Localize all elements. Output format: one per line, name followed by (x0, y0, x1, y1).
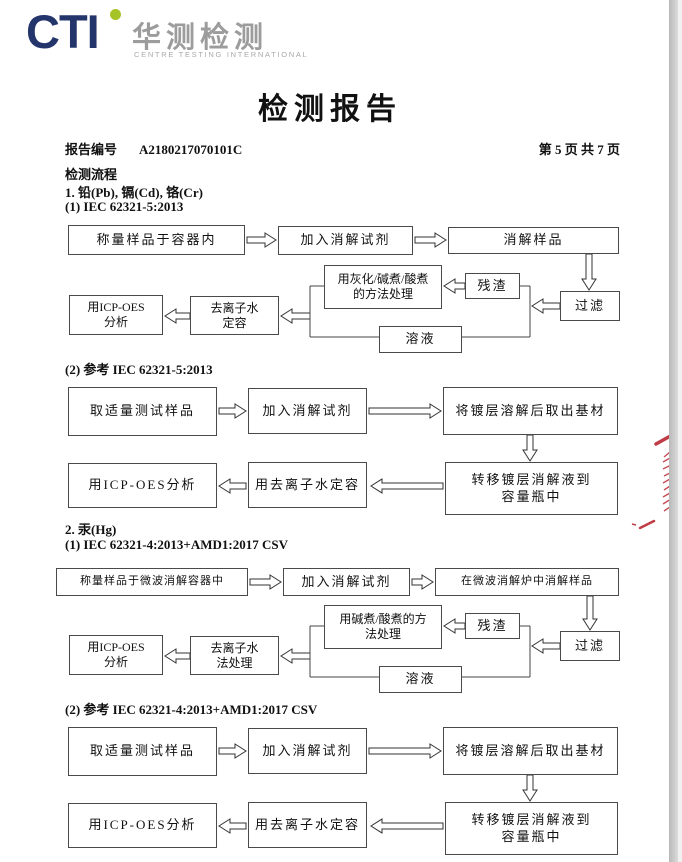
flowchart-1-connectors (164, 232, 597, 338)
heading-section-2-method-1: (1) IEC 62321-4:2013+AMD1:2017 CSV (65, 537, 288, 552)
arrow-left-icon (531, 298, 561, 314)
flow3-node-digest-in-microwave: 在微波消解炉中消解样品 (435, 568, 619, 596)
flowchart-2: 取适量测试样品 加入消解试剂 将镀层溶解后取出基材 转移镀层消解液到 容量瓶中 … (0, 380, 682, 520)
flowchart-3: 称量样品于微波消解容器中 加入消解试剂 在微波消解炉中消解样品 过滤 残渣 用碱… (0, 560, 682, 700)
flowchart-3-connectors (164, 574, 598, 678)
flow3-node-filter: 过滤 (560, 631, 620, 661)
flow1-node-digest-sample: 消解样品 (448, 227, 619, 254)
flow1-node-add-reagent: 加入消解试剂 (278, 226, 413, 255)
heading-section-1-method-1: (1) IEC 62321-5:2013 (65, 199, 184, 214)
arrow-left-icon (164, 648, 191, 664)
arrow-left-icon (370, 478, 444, 494)
flow3-node-treat-residue: 用碱煮/酸煮的方 法处理 (324, 605, 442, 649)
cti-logo-green-dot-icon (110, 9, 121, 20)
report-number: 报告编号 A2180217070101C (65, 139, 264, 158)
red-stamp-dot (631, 523, 637, 526)
cti-logo-text: CTI (26, 5, 100, 58)
flow2-node-add-reagent: 加入消解试剂 (248, 388, 367, 434)
arrow-right-icon (414, 232, 447, 248)
flow3-node-residue: 残渣 (465, 613, 520, 639)
scan-edge-outer (678, 0, 682, 862)
cti-logo-chinese: 华测检测 (132, 22, 269, 54)
flow1-node-weigh-sample: 称量样品于容器内 (68, 225, 245, 255)
arrow-right-icon (249, 574, 282, 590)
flow1-node-filter: 过滤 (560, 291, 620, 321)
red-stamp-handwriting (662, 451, 672, 512)
heading-process: 检测流程 (65, 167, 118, 182)
flowchart-1: 称量样品于容器内 加入消解试剂 消解样品 过滤 残渣 用灰化/碱煮/酸煮 的方法… (0, 220, 682, 360)
arrow-down-icon (522, 774, 538, 802)
cti-logo-english: CENTRE TESTING INTERNATIONAL (134, 50, 309, 59)
flow2-node-take-sample: 取适量测试样品 (68, 387, 217, 436)
page-title: 检测报告 (258, 93, 402, 126)
flowchart-4-connectors (218, 743, 538, 834)
heading-section-1: 1. 铅(Pb), 镉(Cd), 铬(Cr) (65, 185, 203, 200)
flow2-node-deionized-water-volume: 用去离子水定容 (248, 462, 367, 508)
arrow-left-icon (164, 308, 191, 324)
flow1-node-solution: 溶液 (379, 326, 462, 353)
flow1-node-icp-oes-analysis: 用ICP-OES 分析 (69, 295, 163, 335)
flow3-node-icp-oes-analysis: 用ICP-OES 分析 (69, 635, 163, 675)
scan-edge-shadow (669, 0, 678, 862)
report-number-label: 报告编号 (65, 142, 118, 157)
arrow-right-icon (368, 743, 442, 759)
flow3-node-deionized-water: 去离子水 法处理 (190, 636, 279, 675)
arrow-right-icon (411, 574, 434, 590)
arrow-left-icon (280, 648, 311, 664)
flow4-node-deionized-water-volume: 用去离子水定容 (248, 802, 367, 848)
flowchart-4: 取适量测试样品 加入消解试剂 将镀层溶解后取出基材 转移镀层消解液到 容量瓶中 … (0, 720, 682, 860)
flow4-node-icp-oes-analysis: 用ICP-OES分析 (68, 803, 217, 848)
arrow-right-icon (368, 403, 442, 419)
arrow-left-icon (280, 308, 311, 324)
flow2-node-icp-oes-analysis: 用ICP-OES分析 (68, 463, 217, 508)
flowchart-2-connectors (218, 403, 538, 494)
flow1-node-residue: 残渣 (465, 273, 520, 299)
heading-section-2: 2. 汞(Hg) (65, 522, 117, 537)
arrow-left-icon (370, 818, 444, 834)
arrow-left-icon (443, 618, 466, 634)
heading-section-1-method-2: (2) 参考 IEC 62321-5:2013 (65, 362, 213, 377)
flow4-node-take-sample: 取适量测试样品 (68, 727, 217, 776)
flow1-node-deionized-water-volume: 去离子水 定容 (190, 296, 279, 335)
flow4-node-add-reagent: 加入消解试剂 (248, 728, 367, 774)
arrow-down-icon (522, 434, 538, 462)
arrow-left-icon (218, 818, 247, 834)
arrow-left-icon (218, 478, 247, 494)
flow3-node-weigh-sample-microwave: 称量样品于微波消解容器中 (56, 568, 248, 596)
arrow-down-icon (582, 595, 598, 631)
arrow-right-icon (246, 232, 277, 248)
heading-section-2-method-2: (2) 参考 IEC 62321-4:2013+AMD1:2017 CSV (65, 702, 318, 717)
arrow-down-icon (581, 253, 597, 291)
arrow-right-icon (218, 403, 247, 419)
flow3-node-solution: 溶液 (379, 666, 462, 693)
report-number-value: A2180217070101C (139, 142, 243, 157)
flow2-node-dissolve-coating: 将镀层溶解后取出基材 (443, 387, 618, 435)
flow4-node-dissolve-coating: 将镀层溶解后取出基材 (443, 727, 618, 775)
arrow-left-icon (443, 278, 466, 294)
flow2-node-transfer-to-flask: 转移镀层消解液到 容量瓶中 (445, 462, 618, 515)
flow1-node-treat-residue: 用灰化/碱煮/酸煮 的方法处理 (324, 265, 442, 309)
report-meta-row: 报告编号 A2180217070101C 第 5 页 共 7 页 (65, 139, 620, 158)
flow3-node-add-reagent: 加入消解试剂 (283, 568, 410, 596)
arrow-left-icon (531, 638, 561, 654)
arrow-right-icon (218, 743, 247, 759)
flow4-node-transfer-to-flask: 转移镀层消解液到 容量瓶中 (445, 802, 618, 855)
red-stamp-slash (638, 519, 656, 530)
page-indicator: 第 5 页 共 7 页 (538, 142, 620, 157)
cti-logo: CTI 华测检测 CENTRE TESTING INTERNATIONAL (26, 6, 326, 66)
